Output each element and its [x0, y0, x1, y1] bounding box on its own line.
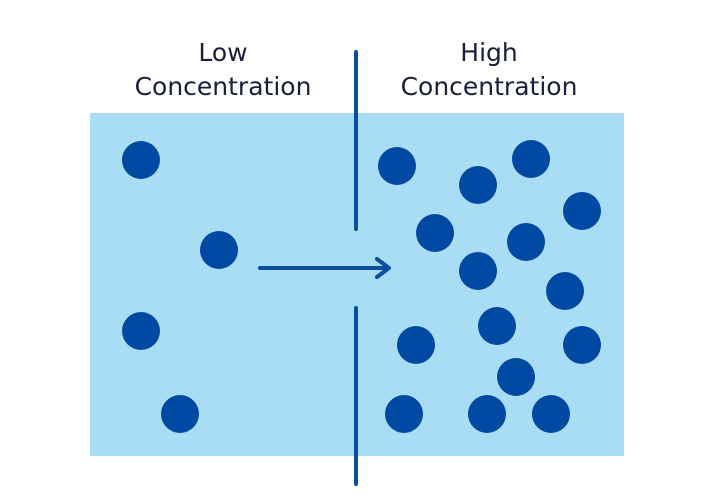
low-concentration-label: Low Concentration — [103, 36, 343, 104]
particle-high-side — [397, 326, 435, 364]
high-label-line2: Concentration — [400, 72, 578, 101]
particle-low-side — [122, 141, 160, 179]
particle-high-side — [459, 166, 497, 204]
particle-high-side — [416, 214, 454, 252]
particle-high-side — [563, 192, 601, 230]
particle-high-side — [546, 272, 584, 310]
particle-high-side — [497, 358, 535, 396]
particle-high-side — [468, 395, 506, 433]
particle-high-side — [459, 252, 497, 290]
low-label-line1: Low — [198, 38, 248, 67]
high-label-line1: High — [460, 38, 518, 67]
particle-high-side — [385, 395, 423, 433]
particle-high-side — [378, 147, 416, 185]
particle-high-side — [478, 307, 516, 345]
particles — [122, 140, 601, 433]
particle-high-side — [563, 326, 601, 364]
particle-high-side — [512, 140, 550, 178]
high-concentration-label: High Concentration — [369, 36, 609, 104]
particle-low-side — [161, 395, 199, 433]
particle-low-side — [122, 312, 160, 350]
particle-high-side — [532, 395, 570, 433]
diffusion-arrow — [258, 257, 391, 279]
particle-low-side — [200, 231, 238, 269]
low-label-line2: Concentration — [134, 72, 312, 101]
particle-high-side — [507, 223, 545, 261]
